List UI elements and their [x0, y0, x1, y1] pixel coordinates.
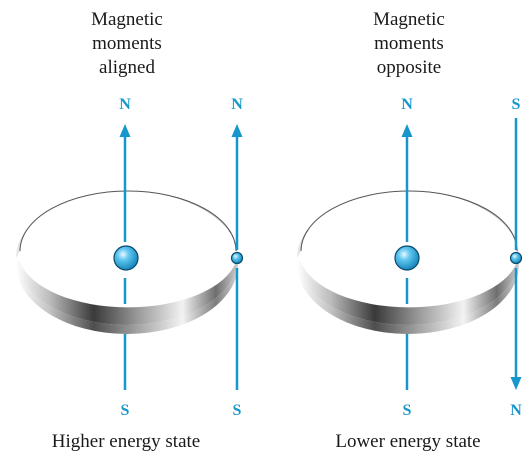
right-electron-top-pole: S	[512, 96, 521, 113]
right-nucleus-bottom-pole: S	[403, 402, 412, 419]
left-nucleus-arrowhead	[120, 124, 131, 137]
right-ring-back-rim	[301, 191, 517, 251]
left-nucleus-bottom-pole: S	[121, 402, 130, 419]
left-caption: Higher energy state	[6, 431, 246, 453]
left-ring-back-rim	[20, 191, 236, 251]
left-nucleus	[114, 246, 138, 270]
left-electron-bottom-pole: S	[233, 402, 242, 419]
left-electron-arrowhead	[232, 124, 243, 137]
right-electron	[511, 253, 522, 264]
left-electron-top-pole: N	[231, 96, 243, 113]
right-electron-bottom-pole: N	[510, 402, 522, 419]
right-electron-arrowhead	[511, 377, 522, 390]
left-electron	[232, 253, 243, 264]
right-nucleus-arrowhead	[402, 124, 413, 137]
right-nucleus-top-pole: N	[401, 96, 413, 113]
left-system: N S N S	[16, 96, 243, 419]
left-nucleus-top-pole: N	[119, 96, 131, 113]
right-nucleus	[395, 246, 419, 270]
right-caption: Lower energy state	[288, 431, 525, 453]
right-system: N S S N	[297, 96, 522, 419]
